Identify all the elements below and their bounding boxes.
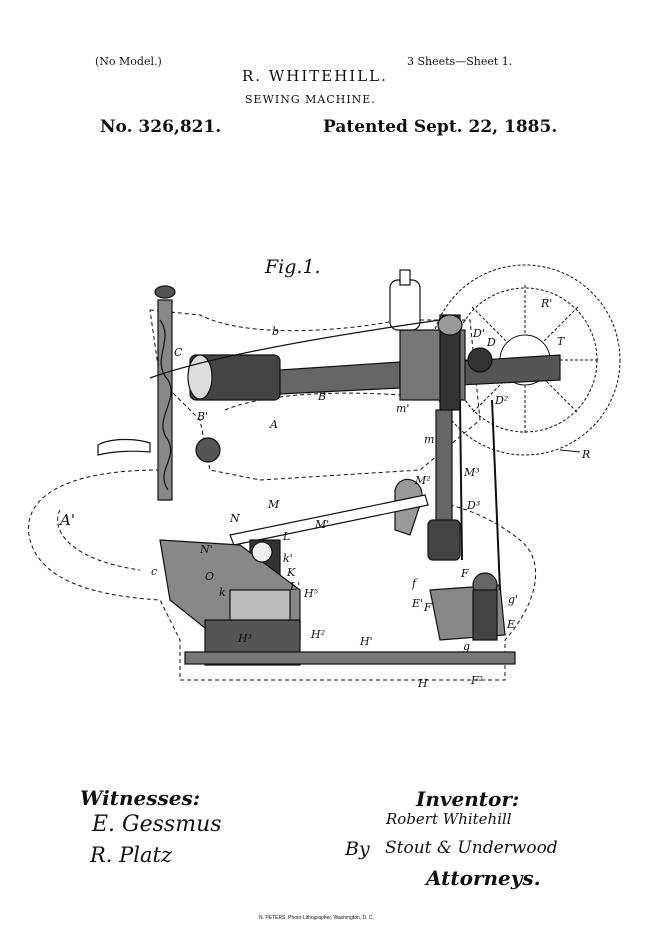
ref-label: D' bbox=[472, 327, 485, 340]
ref-label: T bbox=[557, 335, 566, 348]
ref-label: K bbox=[286, 566, 296, 579]
ref-label: D³ bbox=[466, 499, 480, 512]
inventor-name: R. WHITEHILL. bbox=[242, 67, 388, 85]
figure-label: Fig.1. bbox=[264, 256, 321, 278]
witness-signature-1: E. Gessmus bbox=[92, 812, 222, 837]
ref-label: N bbox=[229, 512, 240, 525]
ref-label: O bbox=[205, 570, 214, 583]
ref-label: L' bbox=[289, 580, 300, 593]
ref-label: A' bbox=[58, 511, 75, 529]
inventor-heading: Inventor: bbox=[416, 787, 520, 811]
ref-label: M bbox=[267, 498, 280, 511]
ref-label: k' bbox=[283, 552, 293, 565]
invention-title: SEWING MACHINE. bbox=[245, 93, 376, 106]
ref-label: D bbox=[486, 336, 496, 349]
ref-label: k bbox=[219, 586, 226, 599]
ref-label: H² bbox=[310, 628, 325, 641]
sheet-count: 3 Sheets—Sheet 1. bbox=[407, 55, 513, 68]
ref-label: M² bbox=[414, 474, 431, 487]
ref-label: m' bbox=[396, 402, 409, 415]
ref-label: g' bbox=[508, 593, 518, 606]
patent-number: No. 326,821. bbox=[100, 117, 222, 137]
ref-label: F' bbox=[423, 601, 435, 614]
by-label: By bbox=[345, 838, 370, 860]
ref-label: m bbox=[424, 433, 434, 446]
ref-label: C bbox=[174, 346, 183, 359]
ref-label: M³ bbox=[463, 466, 480, 479]
patent-date: Patented Sept. 22, 1885. bbox=[323, 117, 558, 137]
ref-label: A bbox=[269, 418, 278, 431]
ref-label: g bbox=[463, 640, 470, 653]
ref-label: N' bbox=[199, 543, 213, 556]
ref-label: H³ bbox=[237, 632, 252, 645]
ref-label: M' bbox=[314, 518, 329, 531]
witnesses-heading: Witnesses: bbox=[80, 786, 201, 810]
ref-label: R bbox=[581, 448, 590, 461]
ref-label: H⁵ bbox=[303, 587, 319, 600]
ref-label: B' bbox=[196, 410, 208, 423]
model-note: (No Model.) bbox=[95, 55, 162, 68]
ref-label: F² bbox=[470, 674, 483, 687]
ref-label: E bbox=[506, 618, 515, 631]
ref-label: R' bbox=[540, 297, 552, 310]
witness-signature-2: R. Platz bbox=[90, 843, 173, 867]
ref-label: b bbox=[272, 325, 279, 338]
attorneys-signature: Stout & Underwood bbox=[385, 838, 558, 858]
ref-label: c bbox=[151, 565, 157, 578]
inventor-signature: Robert Whitehill bbox=[386, 810, 512, 828]
ref-label: E' bbox=[411, 597, 423, 610]
ref-label: D² bbox=[494, 394, 508, 407]
ref-label: H' bbox=[359, 635, 373, 648]
printer-credit: N. PETERS, Photo-Lithographer, Washingto… bbox=[259, 915, 374, 921]
ref-label: H bbox=[417, 677, 428, 690]
ref-label: B bbox=[317, 390, 326, 403]
ref-label: f bbox=[411, 577, 418, 590]
ref-label: F bbox=[460, 567, 469, 580]
attorneys-heading: Attorneys. bbox=[426, 866, 541, 890]
ref-label: L bbox=[282, 530, 290, 543]
